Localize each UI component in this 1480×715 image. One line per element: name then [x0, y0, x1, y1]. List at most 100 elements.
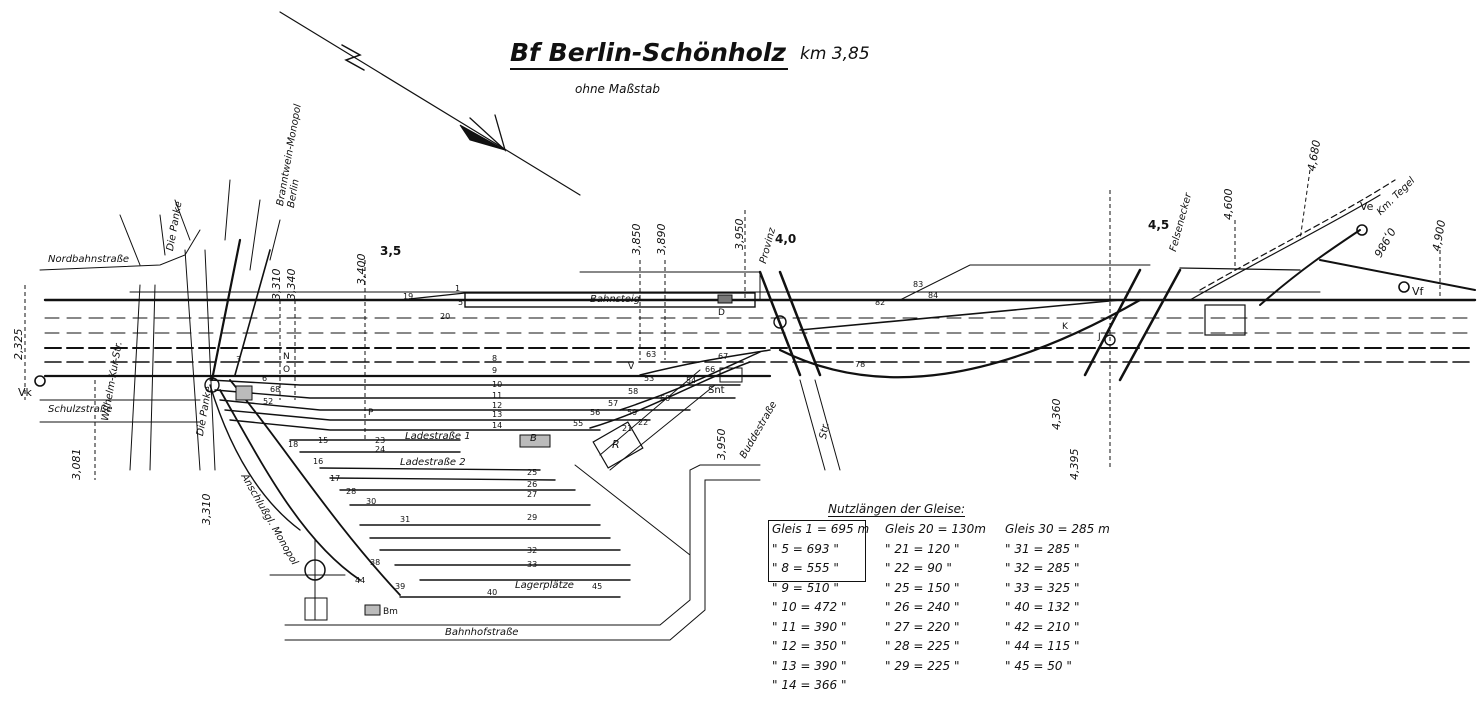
track-number: 57 — [608, 399, 619, 408]
bridge-felsenecker-b — [1118, 268, 1182, 382]
street-ladestrasse-2: Ladestraße 2 — [400, 457, 466, 468]
north-arrow-line — [279, 11, 581, 196]
street-ladestrasse-1: Ladestraße 1 — [405, 431, 471, 442]
bridge-panke — [210, 238, 242, 382]
curve-82 — [799, 299, 1121, 331]
curve-anschluss-a — [229, 379, 401, 596]
km-3310-b: 3,310 — [200, 493, 213, 526]
km-label: km 3,85 — [800, 44, 870, 64]
km-3950-b: 3,950 — [715, 428, 728, 461]
table-highlight-box — [768, 520, 866, 582]
table-cell: " 12 = 350 " — [772, 639, 847, 653]
track-number: 6 — [262, 374, 268, 383]
page-title: Bf Berlin-Schönholz — [510, 38, 788, 70]
table-cell: " 22 = 90 " — [885, 561, 952, 575]
table-cell: " 29 = 225 " — [885, 658, 960, 673]
km-4360: 4,360 — [1050, 398, 1063, 431]
turntable-building — [304, 597, 328, 621]
track-number: 44 — [355, 576, 366, 585]
table-cell: " 26 = 240 " — [885, 600, 960, 614]
track-number: 30 — [366, 497, 377, 506]
signal-label-vf: Vf — [1412, 285, 1424, 298]
table-cell: " 25 = 150 " — [885, 580, 960, 595]
curve-78 — [778, 298, 1142, 379]
track-number: 3 — [236, 355, 242, 364]
track-number: 45 — [592, 582, 603, 591]
signal-label-ve: Ve — [1360, 200, 1374, 213]
table-cell: " 31 = 285 " — [1005, 541, 1080, 556]
track-number: 63 — [646, 350, 657, 359]
track-number: 27 — [527, 490, 538, 499]
outline-panke-b — [204, 249, 216, 471]
signal-label-snt: Snt — [708, 385, 725, 396]
building-bm — [364, 604, 381, 616]
track-number: 67 — [718, 352, 729, 361]
table-cell: " 42 = 210 " — [1005, 619, 1080, 634]
track-number: 60 — [660, 394, 671, 403]
km-3890: 3,890 — [655, 223, 668, 256]
north-arrow-head — [459, 124, 506, 151]
track-number: 40 — [487, 588, 498, 597]
bridge-provinz-a — [758, 270, 802, 377]
outline-bahnhofstrasse-a — [284, 464, 761, 626]
signal-label-d: D — [718, 308, 725, 318]
signal-label-v: V — [628, 362, 635, 372]
bridge-monopol — [234, 249, 271, 376]
bridge-felsenecker-a — [1083, 268, 1142, 377]
building-label-bm: Bm — [383, 607, 398, 617]
table-col-3: Gleis 30 = 285 m " 31 = 285 " " 32 = 285… — [1005, 520, 1110, 676]
track-number: 11 — [492, 391, 503, 400]
platform-ramp — [399, 292, 466, 301]
track-number: 15 — [318, 436, 329, 445]
table-cell: " 13 = 390 " — [772, 658, 847, 673]
table-cell: " 11 = 390 " — [772, 619, 847, 634]
signal-label-j: J — [1098, 332, 1101, 342]
km-4-0: 4,0 — [775, 232, 797, 246]
track-26 — [329, 477, 556, 481]
track-number: 78 — [855, 360, 866, 369]
track-11 — [219, 399, 691, 411]
track-number: 59 — [627, 408, 638, 417]
track-number: 24 — [375, 445, 386, 454]
track-number: 13 — [492, 410, 503, 419]
km-4-5: 4,5 — [1148, 218, 1170, 232]
curve-anschluss-c — [209, 384, 301, 531]
track-number: 84 — [928, 291, 939, 300]
km-line-4680 — [1299, 169, 1311, 241]
km-3400: 3,400 — [355, 253, 368, 286]
outline-buddestrasse — [599, 369, 716, 471]
km-3-5: 3,5 — [380, 244, 402, 258]
signal-label-p: P — [368, 408, 374, 418]
track-number: 20 — [440, 312, 451, 321]
table-cell: " 9 = 510 " — [772, 580, 839, 595]
track-number: 55 — [573, 419, 584, 428]
km-3850: 3,850 — [630, 223, 643, 256]
track-number: 53 — [644, 374, 655, 383]
building-small — [235, 385, 253, 401]
table-cell: Gleis 30 = 285 m — [1005, 522, 1110, 536]
track-number: 29 — [527, 513, 538, 522]
track-number: 28 — [346, 487, 357, 496]
signal-turnout — [204, 377, 220, 393]
outline-buildings — [119, 179, 281, 271]
street-bahnhofstrasse: Bahnhofstraße — [445, 627, 519, 638]
track-number: 68 — [270, 385, 281, 394]
table-cell: " 40 = 132 " — [1005, 600, 1080, 614]
outline-wilhelm-a — [129, 284, 141, 471]
table-cell: " 5 = 693 " — [772, 541, 839, 556]
km-3950-a: 3,950 — [733, 218, 746, 251]
track-83 — [1179, 267, 1301, 271]
track-number: 17 — [330, 474, 341, 483]
table-cell: " 21 = 120 " — [885, 541, 960, 556]
table-cell: Gleis 20 = 130m — [885, 522, 986, 536]
signal-bridge — [773, 315, 787, 329]
track-number: 21 — [622, 424, 633, 433]
building-b — [519, 434, 551, 448]
signal-label-k: K — [1062, 322, 1068, 332]
track-number: 22 — [638, 418, 649, 427]
table-cell: " 28 = 225 " — [885, 639, 960, 653]
track-number: 18 — [288, 440, 299, 449]
scale-note: ohne Maßstab — [575, 82, 660, 96]
track-12 — [224, 409, 651, 421]
